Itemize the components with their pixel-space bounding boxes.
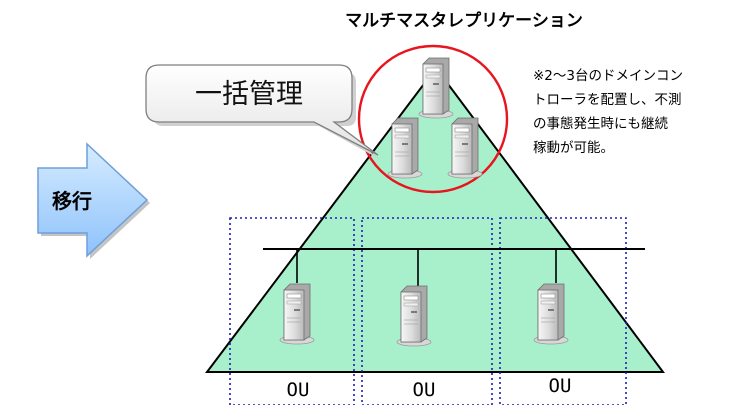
ou-label-2: OU (413, 379, 436, 401)
domain-controller-server-top (418, 57, 454, 119)
callout-label: 一括管理 (195, 79, 303, 110)
migration-arrow: 移行 (37, 142, 150, 259)
note-line-4: 稼動が可能。 (533, 140, 614, 156)
ou-server-2 (396, 285, 432, 347)
ou-server-1 (279, 283, 315, 345)
ou-box-2 (361, 217, 493, 405)
note-text: ※2～3台のドメインコン トローラを配置し、不測 の事態発生時にも継続 稼動が可… (533, 68, 683, 156)
migration-arrow-label: 移行 (52, 189, 92, 213)
callout-bubble: 一括管理 (145, 64, 381, 160)
domain-controller-server-left (387, 117, 423, 179)
note-line-3: の事態発生時にも継続 (533, 116, 668, 132)
ou-label-3: OU (549, 375, 572, 397)
domain-controller-group-circle (357, 44, 509, 194)
ou-server-3 (533, 283, 569, 345)
domain-controller-server-right (447, 117, 483, 179)
ou-label-1: OU (287, 379, 310, 401)
note-line-1: ※2～3台のドメインコン (533, 68, 683, 84)
note-line-2: トローラを配置し、不測 (533, 92, 682, 108)
diagram-title: マルチマスタレプリケーション (345, 10, 583, 31)
ou-box-1 (229, 217, 355, 405)
